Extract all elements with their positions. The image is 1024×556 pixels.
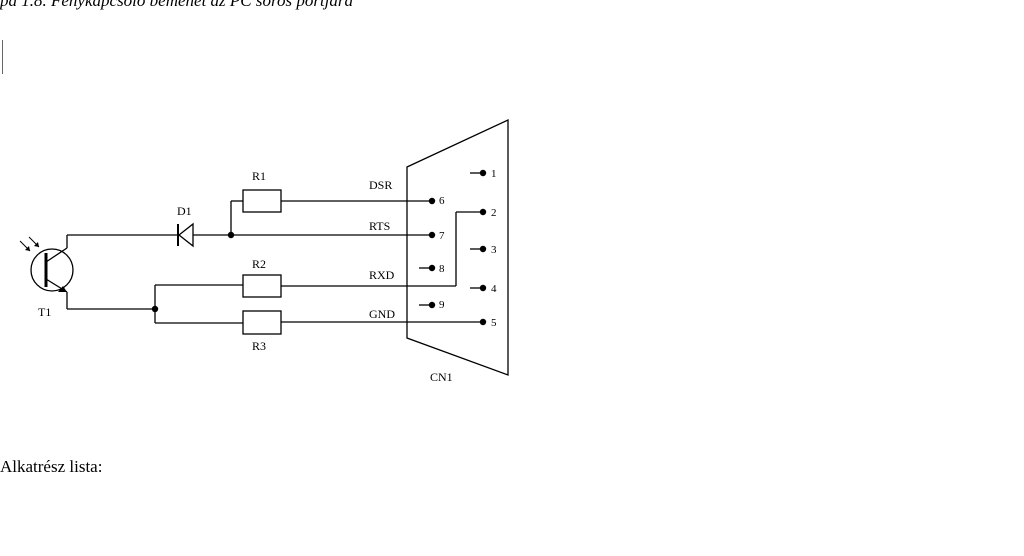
junction-dot-emitter — [151, 305, 159, 313]
pin-number-6: 6 — [439, 195, 445, 207]
transistor-emitter-arrow — [58, 286, 67, 292]
pin-dot-6 — [428, 197, 436, 205]
label-r3: R3 — [252, 339, 266, 353]
transistor-t1-symbol — [30, 235, 74, 309]
label-d1: D1 — [177, 204, 192, 218]
pin-dot-5 — [479, 318, 487, 326]
figure-caption: ра 1.8. Fénykapcsoló bemenet az PC soros… — [0, 0, 354, 10]
label-rts: RTS — [369, 219, 390, 233]
label-r2: R2 — [252, 257, 266, 271]
pin-dot-9 — [428, 301, 436, 309]
pin-dot-4 — [479, 284, 487, 292]
pin-number-3: 3 — [491, 244, 497, 256]
pin-dot-8 — [428, 264, 436, 272]
pin-number-8: 8 — [439, 263, 445, 275]
pin-number-5: 5 — [491, 317, 497, 329]
pin-dot-2 — [479, 208, 487, 216]
pin-dot-7 — [428, 231, 436, 239]
label-gnd: GND — [369, 307, 395, 321]
connector-cn1-outline — [406, 118, 509, 376]
resistor-r2-body — [242, 274, 282, 298]
label-dsr: DSR — [369, 178, 392, 192]
pin-number-7: 7 — [439, 230, 445, 242]
pin-dot-1 — [479, 169, 487, 177]
light-arrow-head-2 — [34, 242, 39, 247]
margin-mark — [2, 40, 3, 74]
label-r1: R1 — [252, 169, 266, 183]
pin-number-4: 4 — [491, 283, 497, 295]
light-arrow-head-1 — [25, 246, 30, 251]
resistor-r1-body — [242, 189, 282, 213]
pin-dot-3 — [479, 245, 487, 253]
pin-number-9: 9 — [439, 299, 445, 311]
pin-number-2: 2 — [491, 207, 497, 219]
junction-dot-d1 — [227, 231, 235, 239]
label-rxd: RXD — [369, 268, 395, 282]
resistor-r3-body — [242, 310, 282, 335]
pin-number-1: 1 — [491, 168, 497, 180]
parts-list-heading: Alkatrész lista: — [0, 457, 103, 476]
diode-d1-symbol — [177, 222, 194, 248]
label-t1: T1 — [38, 305, 51, 319]
label-cn1: CN1 — [430, 370, 453, 384]
